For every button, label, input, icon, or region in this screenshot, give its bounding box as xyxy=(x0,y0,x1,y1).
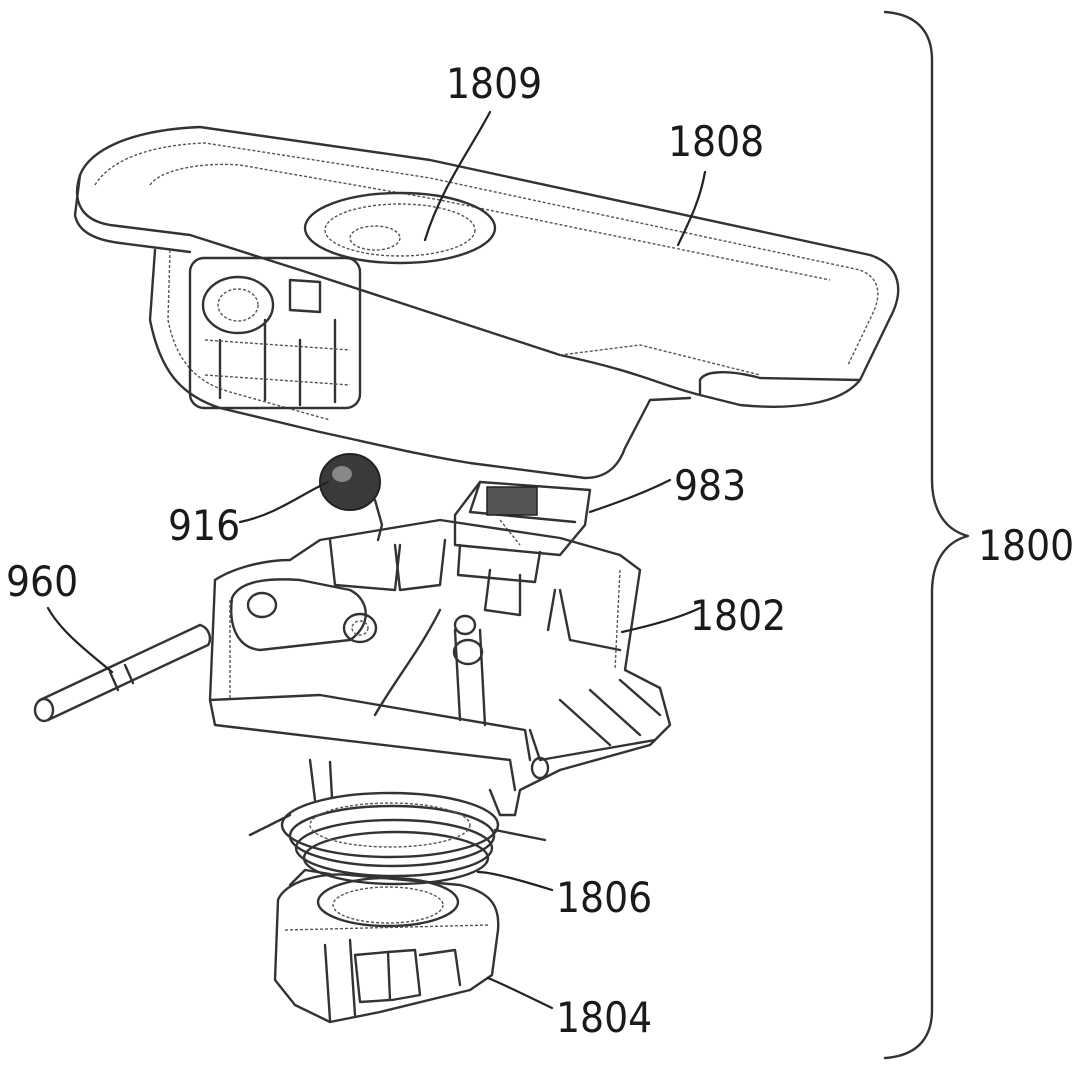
spring-1806 xyxy=(250,760,545,884)
label-1808: 1808 xyxy=(668,117,764,166)
label-916: 916 xyxy=(168,501,240,550)
label-960: 960 xyxy=(6,557,78,606)
leader-960 xyxy=(48,608,112,672)
ball-916 xyxy=(320,454,382,540)
label-1809: 1809 xyxy=(446,59,542,108)
leader-916 xyxy=(240,482,328,522)
base-cup-1804 xyxy=(275,870,498,1022)
top-tray xyxy=(75,127,898,478)
leader-983 xyxy=(590,480,670,512)
label-1804: 1804 xyxy=(556,993,652,1042)
label-1802: 1802 xyxy=(690,591,786,640)
label-1806: 1806 xyxy=(556,873,652,922)
label-983: 983 xyxy=(674,461,746,510)
leader-1804 xyxy=(488,978,552,1008)
leader-1806 xyxy=(478,872,552,890)
label-1800: 1800 xyxy=(978,521,1074,570)
leader-1809 xyxy=(425,112,490,240)
pin-960 xyxy=(35,625,210,721)
assembly-brace xyxy=(885,12,968,1058)
main-body-1802 xyxy=(210,520,670,815)
